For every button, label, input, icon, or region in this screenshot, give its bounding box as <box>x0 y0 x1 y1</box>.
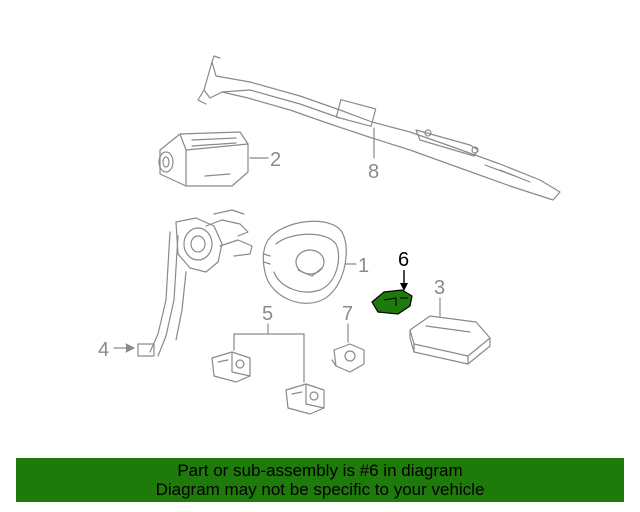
part-1-driver-airbag[interactable] <box>262 220 347 304</box>
callout-5: 5 <box>262 303 273 325</box>
callout-4: 4 <box>98 339 109 361</box>
part-4-clockspring[interactable] <box>137 209 253 357</box>
part-5-sensor-b[interactable] <box>285 383 325 415</box>
leader-6 <box>400 270 408 291</box>
info-banner: Part or sub-assembly is #6 in diagram Di… <box>16 458 624 502</box>
banner-line-1: Part or sub-assembly is #6 in diagram <box>177 461 463 480</box>
callout-7: 7 <box>342 303 353 325</box>
leader-5 <box>233 323 305 383</box>
parts-diagram: 1 2 3 4 5 6 7 8 <box>98 55 561 415</box>
callout-3: 3 <box>434 277 445 299</box>
part-7-sensor[interactable] <box>331 343 365 373</box>
part-3-control-module[interactable] <box>409 315 491 365</box>
part-5-sensor-a[interactable] <box>211 351 251 383</box>
part-2-passenger-airbag[interactable] <box>158 131 249 187</box>
callout-8: 8 <box>368 161 379 183</box>
callout-6: 6 <box>398 249 409 271</box>
callout-1: 1 <box>358 255 369 277</box>
banner-line-2: Diagram may not be specific to your vehi… <box>155 480 485 499</box>
part-8-curtain-airbag[interactable] <box>197 55 561 201</box>
callout-2: 2 <box>270 149 281 171</box>
part-6-highlighted[interactable] <box>371 289 413 315</box>
